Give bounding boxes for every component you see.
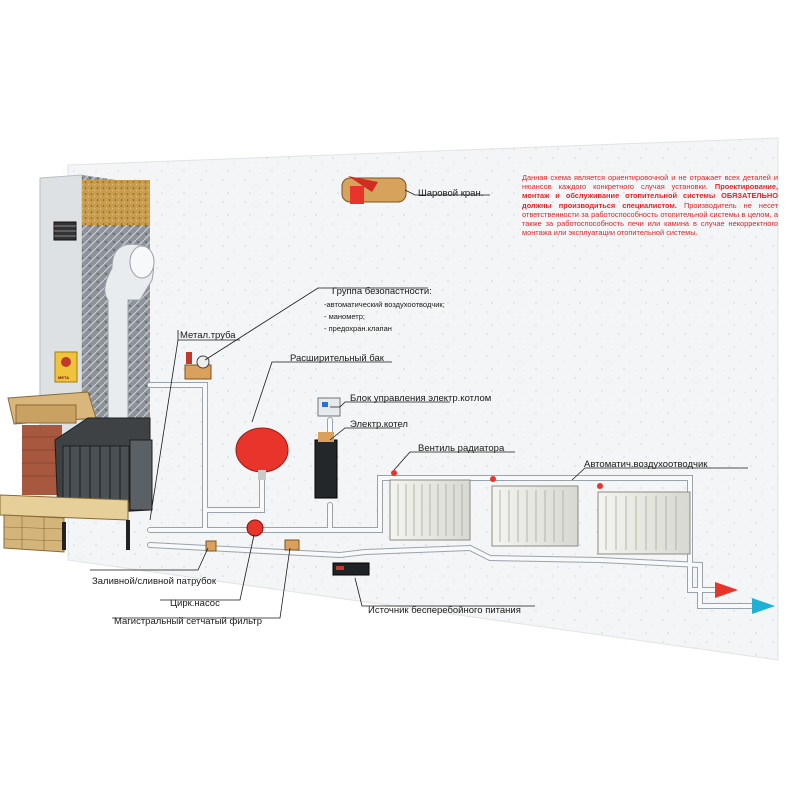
radiator-2 [490,476,579,547]
cold-flow-arrow [752,598,775,614]
note-p3: Производитель не несет ответственности з… [522,200,779,238]
safety-item-3: - предохран.клапан [324,324,392,333]
electric-boiler-label: Электр.котел [350,419,408,430]
radiator-valve-label: Вентиль радиатора [418,443,505,454]
disclaimer-note: Данная схема является ориентировочной и … [522,173,778,237]
safety-item-2: - манометр; [324,312,365,321]
expansion-tank-label: Расширительный бак [290,353,384,364]
expansion-tank [235,427,289,480]
air-vent-label: Автоматич.воздухоотводчик [584,459,708,470]
fireplace [0,391,153,553]
safety-group-label: Группа безопастности: [332,286,432,297]
electric-boiler [314,397,341,499]
ups-label: Источник бесперебойного питания [368,605,521,616]
drain-label: Заливной/сливной патрубок [92,576,217,587]
safety-group [184,352,212,380]
filter [284,539,300,551]
boiler-control-label: Блок управления электр.котлом [350,393,492,404]
drain-fitting [205,540,217,552]
leader-lines [90,189,748,619]
radiator-3 [597,483,691,555]
note-p2: Проектирование, монтаж и обслуживание от… [522,182,778,210]
ball-valve [341,176,407,204]
metal-pipe-label: Метал.труба [180,330,236,341]
safety-item-1: -автоматический воздухоотводчик; [324,300,445,309]
filter-label: Магистральный сетчатый фильтр [114,616,262,627]
note-p1: Данная схема является ориентировочной и … [522,173,778,192]
pump-label: Цирк.насос [170,598,220,609]
pump [246,519,264,537]
hot-flow-arrow [715,582,738,598]
brand-plaque-text: МЕТА [58,375,70,380]
ball-valve-label: Шаровой кран. [418,188,484,199]
radiator-1 [389,470,471,541]
